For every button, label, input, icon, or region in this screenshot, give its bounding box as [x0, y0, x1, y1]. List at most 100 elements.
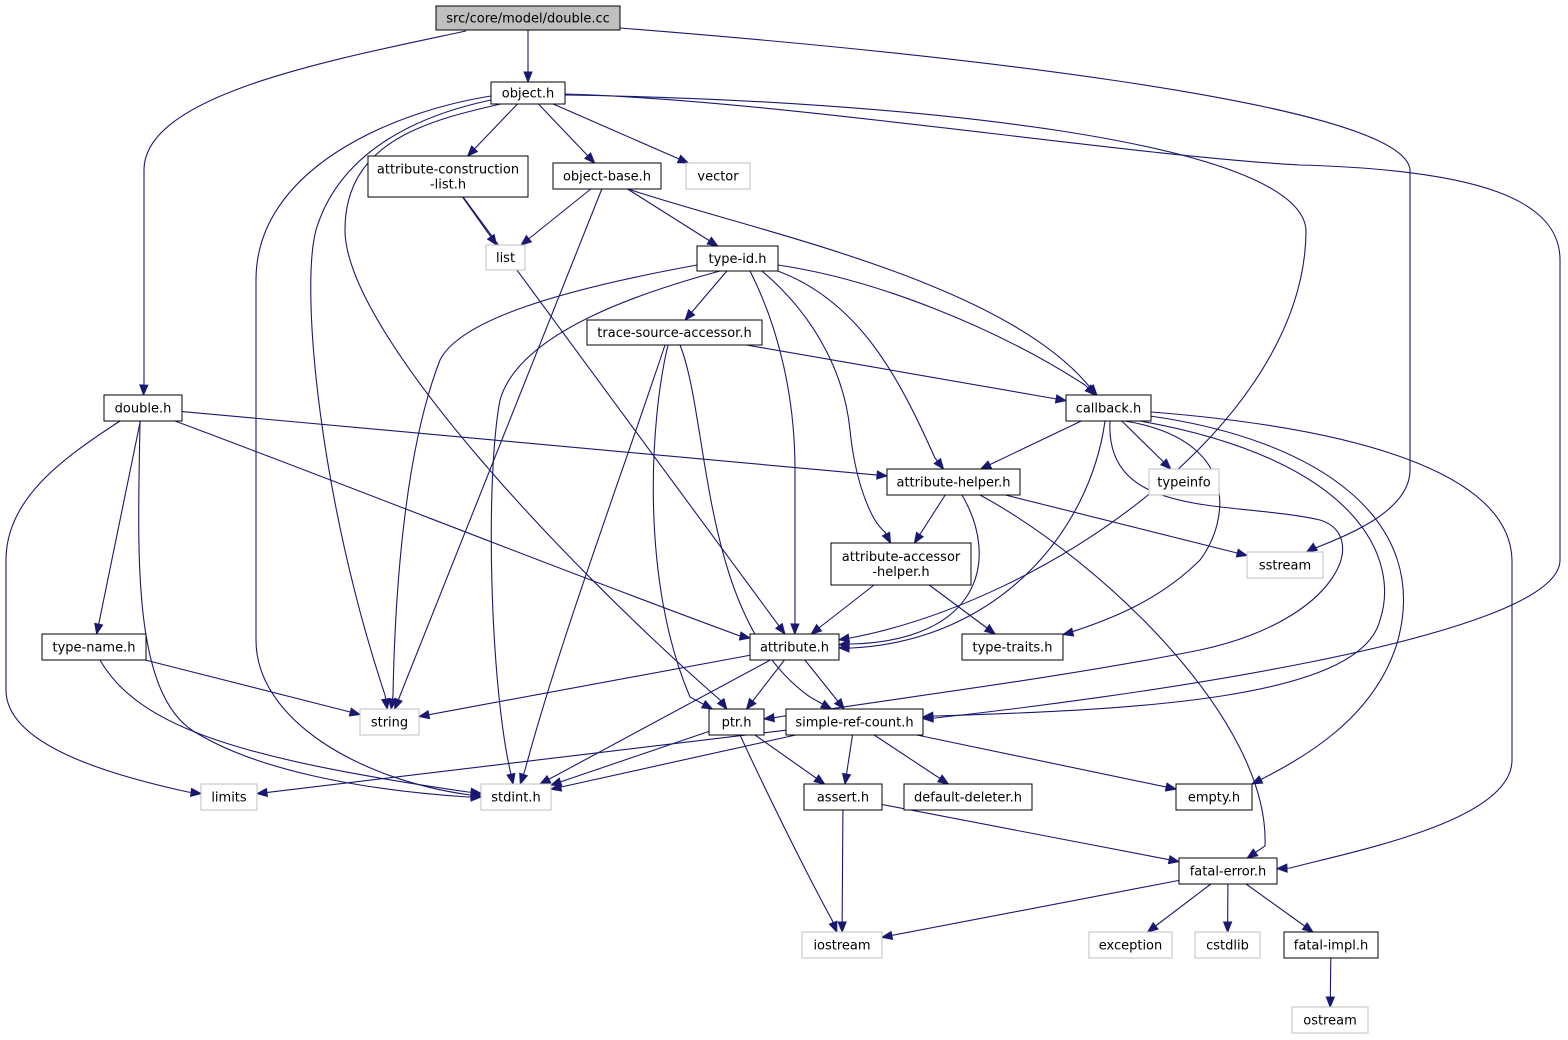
- edge-arrowhead: [139, 384, 149, 397]
- node-box: [490, 81, 566, 105]
- edge-line: [873, 734, 949, 785]
- edge-fatal_impl-to-ostream: [1325, 957, 1336, 1009]
- node-box: [696, 245, 779, 272]
- edge-object_base-to-type_id: [627, 188, 719, 247]
- edge-line: [564, 94, 1307, 641]
- edge-line: [390, 264, 698, 710]
- edge-arrowhead: [520, 234, 533, 246]
- edge-double_h-to-type_name: [94, 420, 141, 636]
- node-attr-acc[interactable]: attribute-accessor-helper.h: [830, 542, 972, 586]
- edge-arrowhead: [466, 145, 479, 157]
- node-root[interactable]: src/core/model/double.cc: [435, 5, 621, 31]
- node-box: [103, 394, 183, 422]
- edge-arrowhead: [348, 707, 362, 717]
- node-label: -helper.h: [872, 565, 929, 580]
- node-cstdlib: cstdlib: [1194, 931, 1261, 959]
- node-box: [200, 783, 258, 811]
- node-trace-src[interactable]: trace-source-accessor.h: [586, 319, 763, 346]
- node-attr-cons[interactable]: attribute-construction-list.h: [367, 155, 529, 198]
- node-box: [1065, 394, 1152, 422]
- node-label: object.h: [502, 87, 554, 102]
- edge-arrowhead: [936, 774, 950, 785]
- edge-arrowhead: [1235, 548, 1249, 558]
- edge-arrowhead: [387, 697, 398, 711]
- edge-double_h-to-stdint: [138, 420, 483, 802]
- edge-line: [519, 344, 666, 785]
- edge-line: [810, 584, 875, 635]
- node-object[interactable]: object.h: [490, 81, 566, 105]
- node-type-name[interactable]: type-name.h: [41, 633, 147, 661]
- edge-arrowhead: [745, 697, 757, 711]
- node-object-base[interactable]: object-base.h: [552, 162, 662, 190]
- edge-line: [1005, 494, 1248, 557]
- edge-arrowhead: [837, 921, 847, 934]
- edge-arrowhead: [523, 71, 533, 84]
- node-assert[interactable]: assert.h: [803, 783, 883, 811]
- node-box: [785, 708, 924, 736]
- edge-line: [99, 659, 482, 794]
- edge-srefcount-to-empty: [916, 734, 1178, 792]
- edge-line: [394, 188, 603, 710]
- edge-arrowhead: [380, 697, 391, 711]
- node-box: [485, 244, 526, 271]
- edge-arrowhead: [538, 774, 552, 785]
- node-fatal-impl[interactable]: fatal-impl.h: [1283, 931, 1379, 959]
- edge-callback-to-typeinfo: [1121, 420, 1172, 470]
- edge-line: [980, 420, 1082, 470]
- node-label: type-name.h: [53, 641, 136, 656]
- edge-assert-to-iostream: [837, 809, 847, 934]
- node-box: [1291, 1006, 1369, 1034]
- edge-arrowhead: [716, 697, 728, 711]
- edge-fatal_error-to-exception: [1146, 883, 1212, 933]
- edge-callback-to-attr_helper: [979, 420, 1082, 470]
- edge-line: [174, 420, 751, 639]
- edge-arrowhead: [833, 697, 845, 711]
- edge-srefcount-to-stdint: [549, 734, 796, 792]
- edge-line: [916, 734, 1177, 790]
- edge-arrowhead: [983, 623, 997, 635]
- edge-line: [5, 420, 202, 795]
- node-label: attribute-construction: [377, 163, 519, 178]
- node-label: double.h: [115, 402, 172, 417]
- edge-line: [838, 494, 980, 646]
- edge-root-to-sstream: [619, 27, 1411, 553]
- edge-line: [310, 99, 492, 710]
- node-attribute[interactable]: attribute.h: [749, 633, 840, 661]
- node-type-id[interactable]: type-id.h: [696, 245, 779, 272]
- node-label: -list.h: [430, 178, 466, 193]
- edge-assert-to-fatal_error: [881, 803, 1181, 865]
- edge-object_base-to-callback: [627, 188, 1098, 397]
- node-type-traits[interactable]: type-traits.h: [961, 633, 1064, 661]
- edge-line: [777, 264, 1096, 396]
- edge-arrowhead: [676, 154, 690, 164]
- node-ptr[interactable]: ptr.h: [708, 708, 765, 736]
- edge-line: [838, 420, 1106, 649]
- node-double-h[interactable]: double.h: [103, 394, 183, 422]
- node-label: type-traits.h: [973, 641, 1053, 656]
- node-iostream: iostream: [801, 931, 883, 959]
- edge-line: [1147, 883, 1212, 933]
- edge-arrowhead: [1305, 542, 1319, 553]
- node-callback[interactable]: callback.h: [1065, 394, 1152, 422]
- node-box: [552, 162, 662, 190]
- edge-object-to-string: [310, 99, 492, 711]
- node-srefcount[interactable]: simple-ref-count.h: [785, 708, 924, 736]
- edge-attr_helper-to-sstream: [1005, 494, 1249, 558]
- edge-arrowhead: [706, 236, 719, 247]
- node-box: [1178, 857, 1278, 885]
- node-default-deleter[interactable]: default-deleter.h: [903, 783, 1033, 811]
- node-fatal-error[interactable]: fatal-error.h: [1178, 857, 1278, 885]
- edge-line: [1149, 415, 1404, 785]
- edge-line: [145, 659, 361, 716]
- edge-ptr-to-iostream: [739, 734, 838, 934]
- edge-arrowhead: [921, 711, 934, 721]
- edge-line: [841, 809, 844, 933]
- edge-line: [928, 584, 996, 635]
- node-attr-helper[interactable]: attribute-helper.h: [886, 468, 1021, 496]
- edge-object_base-to-string: [394, 188, 603, 711]
- edge-line: [255, 95, 492, 797]
- node-label: trace-source-accessor.h: [597, 326, 751, 341]
- edge-arrowhead: [583, 152, 596, 164]
- edge-object-to-object_base: [538, 103, 596, 164]
- node-empty[interactable]: empty.h: [1175, 783, 1253, 811]
